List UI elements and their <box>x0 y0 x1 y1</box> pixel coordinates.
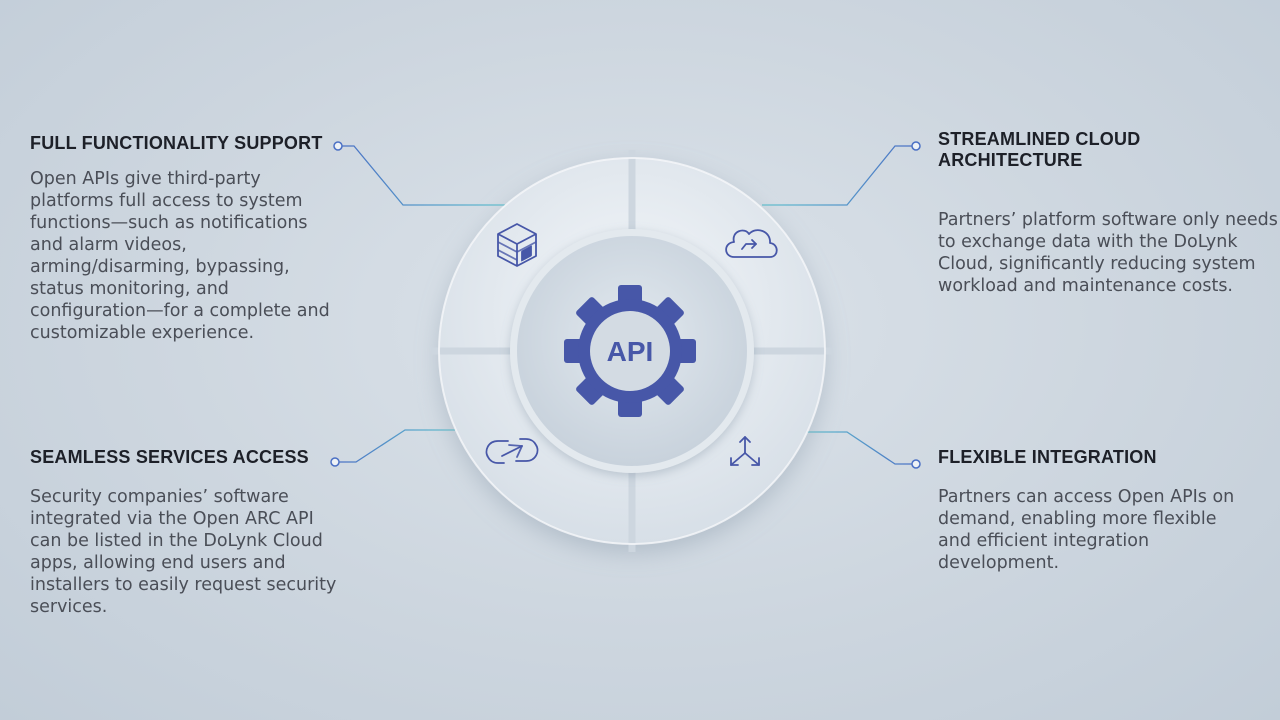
link-icon <box>485 438 539 464</box>
feature-description: Security companies’ software integrated … <box>30 487 337 617</box>
connector-top-right <box>762 141 921 206</box>
feature-title: SEAMLESS SERVICES ACCESS <box>30 447 309 467</box>
cloud-icon <box>725 229 778 258</box>
box-icon <box>497 223 537 267</box>
integration-icon <box>730 436 760 466</box>
feature-title: FULL FUNCTIONALITY SUPPORT <box>30 133 323 153</box>
connector-bottom-right <box>805 431 921 469</box>
connector-bottom-left <box>330 429 455 467</box>
feature-flexible-integration: FLEXIBLE INTEGRATION Partners can access… <box>938 447 1238 574</box>
gear-icon <box>564 285 696 417</box>
feature-description: Partners can access Open APIs on demand,… <box>938 487 1235 573</box>
feature-seamless-services: SEAMLESS SERVICES ACCESS Security compan… <box>30 447 340 618</box>
feature-description: Partners’ platform software only needs t… <box>938 210 1278 296</box>
feature-streamlined-cloud: STREAMLINED CLOUD ARCHITECTURE Partners’… <box>938 129 1278 297</box>
feature-full-functionality: FULL FUNCTIONALITY SUPPORT Open APIs giv… <box>30 133 330 344</box>
feature-description: Open APIs give third-party platforms ful… <box>30 169 330 343</box>
feature-title: FLEXIBLE INTEGRATION <box>938 447 1157 467</box>
connector-top-left <box>333 141 505 206</box>
center-label: API <box>607 336 654 367</box>
feature-title: STREAMLINED CLOUD ARCHITECTURE <box>938 129 1141 170</box>
